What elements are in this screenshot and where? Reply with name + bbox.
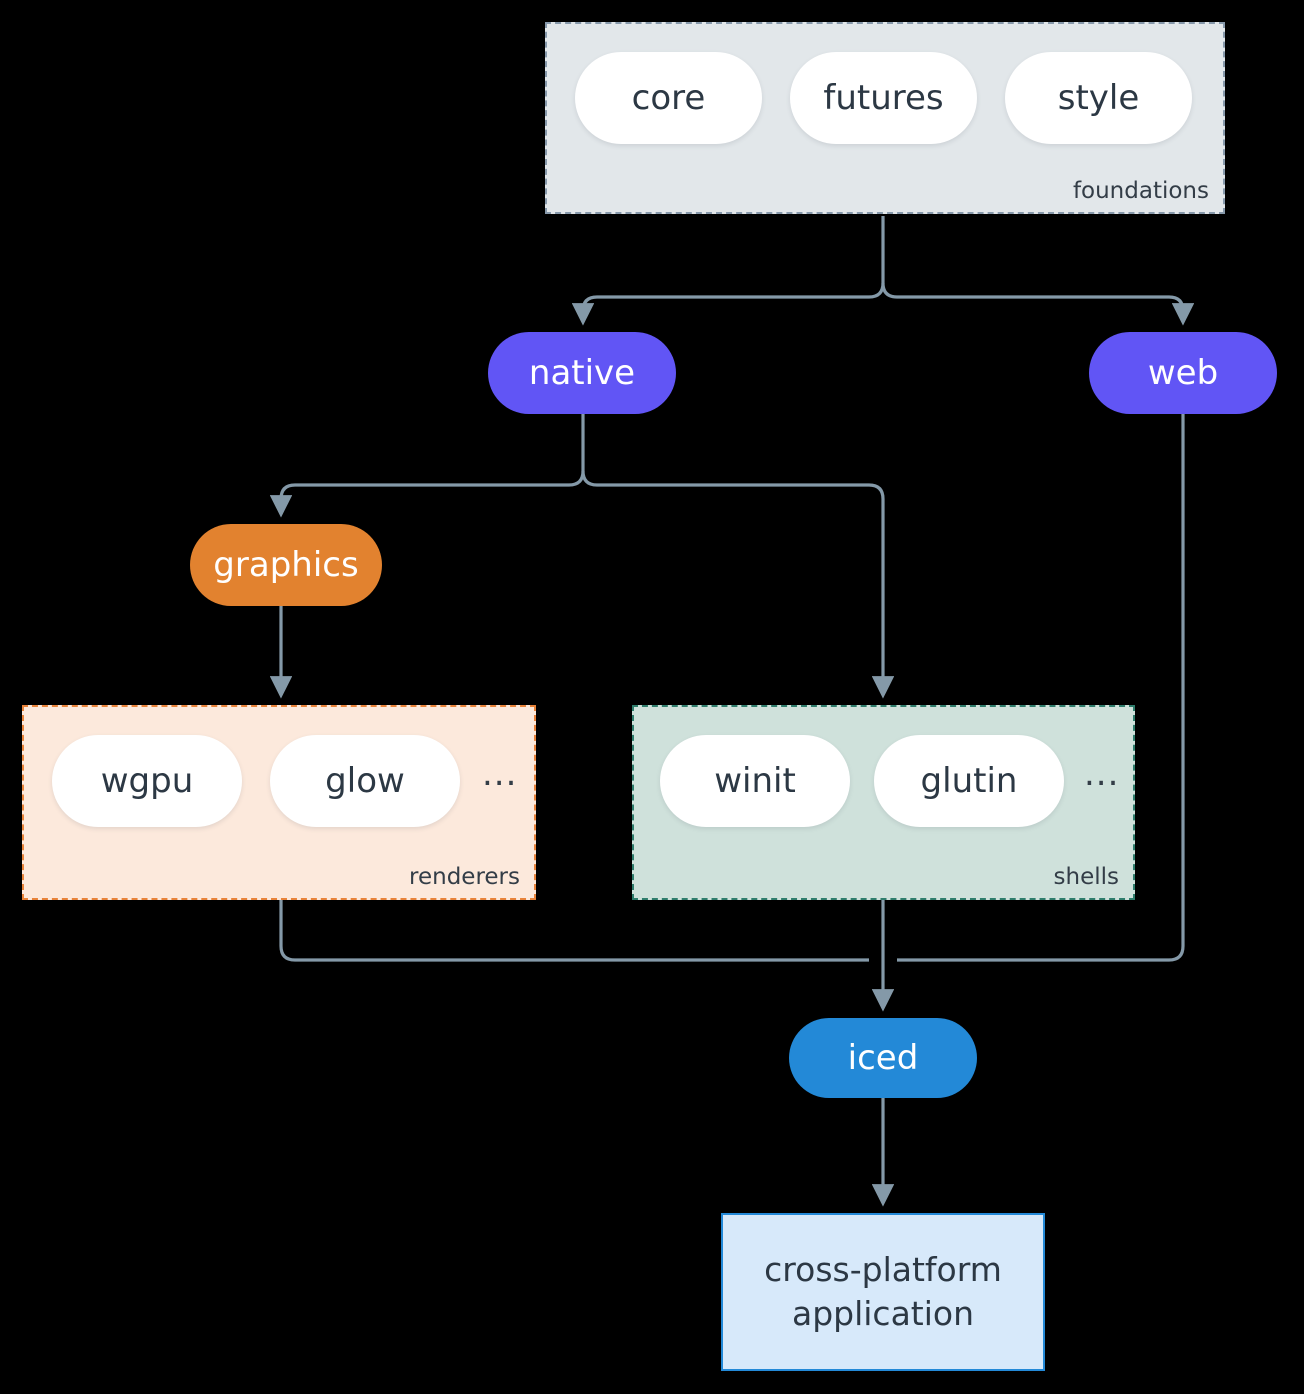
cluster-foundations: core futures style foundations xyxy=(545,22,1225,214)
node-glutin-label: glutin xyxy=(920,761,1018,801)
node-graphics[interactable]: graphics xyxy=(190,524,382,606)
application-label-line2: application xyxy=(791,1294,975,1333)
cluster-shells-label: shells xyxy=(1053,864,1119,890)
edge-foundations-web xyxy=(881,282,1195,326)
renderers-items: wgpu glow ... xyxy=(52,735,517,827)
cluster-foundations-label: foundations xyxy=(1072,178,1209,204)
edge-native-graphics xyxy=(269,470,585,518)
shells-ellipsis: ... xyxy=(1084,754,1120,794)
node-futures[interactable]: futures xyxy=(790,52,977,144)
cluster-shells: winit glutin ... shells xyxy=(632,705,1135,900)
node-cross-platform-application[interactable]: cross-platform application xyxy=(721,1213,1045,1371)
shells-items: winit glutin ... xyxy=(660,735,1119,827)
edge-foundations-native xyxy=(571,282,885,326)
node-web[interactable]: web xyxy=(1089,332,1277,414)
node-futures-label: futures xyxy=(823,78,944,118)
node-glow[interactable]: glow xyxy=(270,735,460,827)
node-glutin[interactable]: glutin xyxy=(874,735,1064,827)
node-wgpu[interactable]: wgpu xyxy=(52,735,242,827)
node-style-label: style xyxy=(1057,78,1140,118)
application-label-line1: cross-platform xyxy=(764,1250,1002,1290)
cluster-renderers: wgpu glow ... renderers xyxy=(22,705,536,900)
cluster-renderers-label: renderers xyxy=(409,864,520,890)
node-glow-label: glow xyxy=(325,761,405,801)
node-winit-label: winit xyxy=(714,761,796,801)
node-core-label: core xyxy=(631,78,706,118)
foundations-items: core futures style xyxy=(575,52,1192,144)
node-web-label: web xyxy=(1147,353,1219,393)
node-iced-label: iced xyxy=(847,1038,919,1078)
renderers-ellipsis: ... xyxy=(482,754,518,794)
node-native[interactable]: native xyxy=(488,332,676,414)
node-graphics-label: graphics xyxy=(213,545,359,585)
edge-native-shells xyxy=(581,470,895,699)
node-iced[interactable]: iced xyxy=(789,1018,977,1098)
node-style[interactable]: style xyxy=(1005,52,1192,144)
edge-renderers-iced xyxy=(279,900,869,962)
node-core[interactable]: core xyxy=(575,52,762,144)
node-winit[interactable]: winit xyxy=(660,735,850,827)
node-native-label: native xyxy=(528,353,636,393)
node-wgpu-label: wgpu xyxy=(100,761,194,801)
